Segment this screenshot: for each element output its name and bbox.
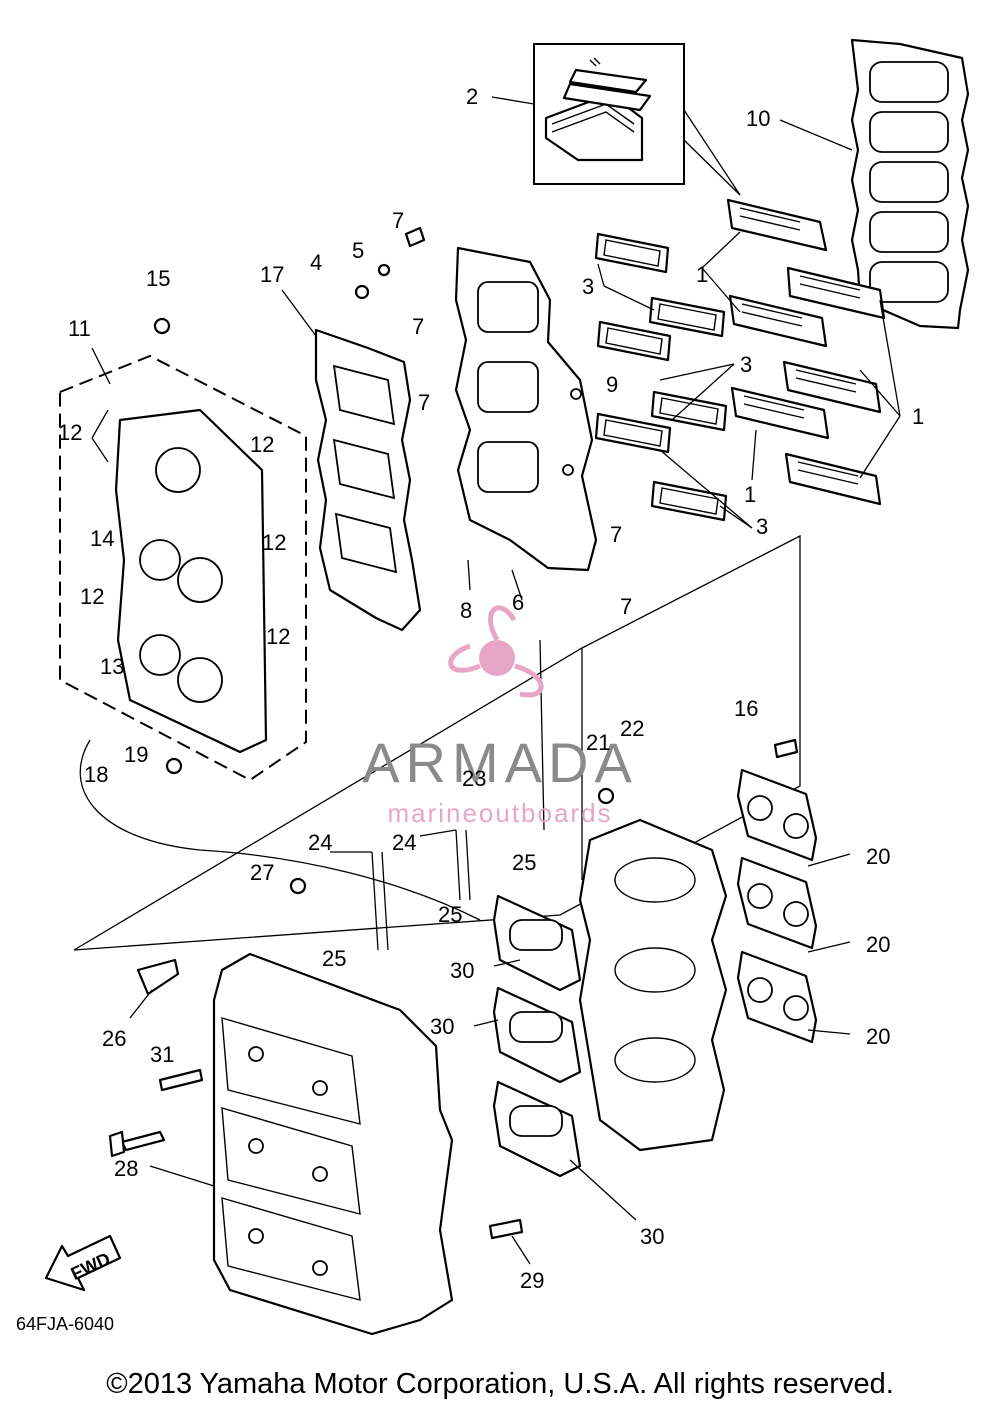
callout-22: 22	[620, 716, 644, 741]
callout-21: 21	[586, 730, 610, 755]
callout-20: 20	[866, 932, 890, 957]
callout-12: 12	[58, 420, 82, 445]
diagram-code: 64FJA-6040	[16, 1314, 114, 1334]
armada-watermark: ARMADA marineoutboards	[362, 605, 638, 828]
callout-26: 26	[102, 1026, 126, 1051]
callout-20: 20	[866, 844, 890, 869]
callout-27: 27	[250, 860, 274, 885]
callout-3: 3	[756, 514, 768, 539]
callout-12: 12	[262, 530, 286, 555]
callout-6: 6	[512, 590, 524, 615]
callout-7: 7	[412, 314, 424, 339]
callout-12: 12	[80, 584, 104, 609]
reed-valve-plate-6	[454, 246, 598, 572]
fwd-direction-arrow: FWD	[44, 1234, 122, 1292]
watermark-name: ARMADA	[362, 731, 638, 794]
silencer-cover-28	[212, 952, 454, 1336]
callout-16: 16	[734, 696, 758, 721]
callout-1: 1	[696, 262, 708, 287]
callout-25: 25	[322, 946, 346, 971]
part-callouts: 2 10 7 5 4 17 15 1 3 11 7 3 9 7 1 12 12 …	[58, 84, 924, 1293]
callout-23: 23	[462, 766, 486, 791]
copyright-notice: ©2013 Yamaha Motor Corporation, U.S.A. A…	[106, 1368, 894, 1400]
callout-29: 29	[520, 1268, 544, 1293]
callout-25: 25	[438, 902, 462, 927]
callout-11: 11	[68, 316, 91, 341]
intake-manifold-11-dashed	[59, 354, 307, 782]
callout-31: 31	[150, 1042, 174, 1067]
callout-8: 8	[460, 598, 472, 623]
carburetor-assembly	[578, 818, 728, 1152]
callout-18: 18	[84, 762, 108, 787]
callout-3: 3	[582, 274, 594, 299]
callout-17: 17	[260, 262, 284, 287]
callout-7: 7	[610, 522, 622, 547]
callout-30: 30	[450, 958, 474, 983]
callout-4: 4	[310, 250, 322, 275]
watermark-tagline: marineoutboards	[387, 798, 612, 828]
callout-1: 1	[912, 404, 924, 429]
callout-28: 28	[114, 1156, 138, 1181]
callout-24: 24	[392, 830, 416, 855]
reed-valve-assemblies	[726, 198, 886, 506]
callout-13: 13	[100, 654, 124, 679]
intake-gasket-17	[314, 328, 422, 632]
callout-9: 9	[606, 372, 618, 397]
callout-12: 12	[250, 432, 274, 457]
callout-1: 1	[744, 482, 756, 507]
carb-gaskets-20	[736, 768, 818, 1044]
callout-30: 30	[430, 1014, 454, 1039]
watermark-propeller-hub	[479, 640, 515, 676]
fasteners	[108, 226, 799, 1240]
reed-gaskets-3	[594, 232, 728, 522]
callout-20: 20	[866, 1024, 890, 1049]
callout-2: 2	[466, 84, 478, 109]
carb-gaskets-30	[492, 894, 582, 1178]
callout-24: 24	[308, 830, 332, 855]
callout-7: 7	[392, 208, 404, 233]
leader-lines	[91, 96, 901, 1265]
watermark-propeller-blades	[448, 605, 544, 698]
hoses	[79, 639, 545, 951]
callout-14: 14	[90, 526, 114, 551]
callout-12: 12	[266, 624, 290, 649]
callout-3: 3	[740, 352, 752, 377]
callout-7: 7	[418, 390, 430, 415]
callout-5: 5	[352, 238, 364, 263]
intake-gasket-10	[850, 38, 970, 330]
callout-30: 30	[640, 1224, 664, 1249]
callout-7: 7	[620, 594, 632, 619]
reed-valve-detail-inset	[533, 43, 741, 196]
callout-25: 25	[512, 850, 536, 875]
callout-15: 15	[146, 266, 170, 291]
callout-19: 19	[124, 742, 148, 767]
callout-10: 10	[746, 106, 770, 131]
